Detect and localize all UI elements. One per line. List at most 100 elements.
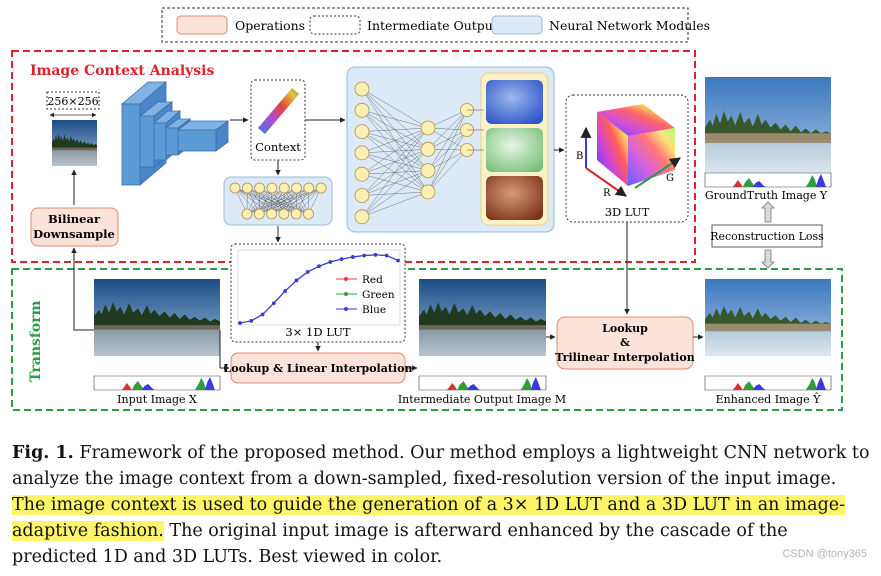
net-edge [361,127,429,132]
net-edge [246,187,297,215]
large-net-node [354,145,370,161]
groundtruth-caption: GroundTruth Image Y [705,189,828,202]
framework-figure: Operations Intermediate Outputs Neural N… [11,7,843,411]
axis-r-label: R [603,188,611,199]
small-net-node [229,182,241,194]
net-edge [427,127,468,151]
net-edge [427,149,468,193]
input-histogram [93,375,221,391]
caption-part-1: Framework of the proposed method. Our me… [12,443,870,489]
small-net-node [266,182,278,194]
curve-point-blue [396,258,400,263]
large-net-node [420,120,436,136]
size-label-box [46,91,100,110]
legend-intermediate-swatch [309,15,361,35]
net-edge [427,109,468,150]
context-vector [258,88,299,134]
reconstruction-loss-box [711,224,823,248]
net-edge [296,187,322,215]
small-net-node [278,208,290,220]
legend-intermediate-label: Intermediate Outputs [367,18,504,33]
small-net-node [290,208,302,220]
context-analysis-title: Image Context Analysis [30,63,214,79]
curve-legend: Red Green Blue [336,274,395,316]
lut1d-label: 3× 1D LUT [285,325,351,339]
bilinear-downsample-box [30,207,119,247]
small-net-node [303,182,315,194]
curve-point-blue [249,319,254,323]
legend-modules-swatch [491,15,543,35]
legend-red: Red [362,274,383,286]
large-net-node [354,124,370,140]
caption-part-2: The original input image is afterward en… [12,521,788,567]
large-net-node [354,166,370,182]
net-edge [361,191,429,217]
legend-blue: Blue [362,304,386,316]
axis-g-label: G [666,173,674,184]
net-edge [271,187,322,215]
enhanced-histogram [704,375,832,391]
basis-lut-green [486,128,543,172]
curve-point-blue [317,264,321,269]
small-net-node [303,208,314,220]
net-edge [361,127,429,154]
lut1d-chart: Red Green Blue 3× 1D LUT [230,243,406,343]
curve-point-blue [351,255,355,259]
net-edge [283,187,322,215]
caption-fig-label: Fig. 1. [12,443,74,463]
downsampled-image [52,120,97,166]
net-edge [427,129,468,193]
basis-lut-brown [486,176,543,220]
net-edge [427,109,468,171]
net-edge [361,127,429,175]
net-edge [246,187,285,215]
large-fc-module [346,66,555,233]
curve-point-blue [384,253,389,258]
large-net-node [420,163,436,179]
intermediate-image-caption: Intermediate Output Image M [398,393,566,406]
enhanced-image-caption: Enhanced Image Ŷ [716,392,821,406]
lookup-linear-label: Lookup & Linear Interpolation [224,362,413,375]
reconstruction-loss-label: Reconstruction Loss [710,230,824,243]
downsample-line-1: Bilinear [48,212,101,226]
net-edge [427,109,468,192]
net-edge [361,88,429,129]
large-net-node [354,209,370,225]
transform-title: Transform [28,300,44,382]
net-edge [427,129,468,171]
net-edge [361,127,429,217]
lookup-trilinear-box [556,316,694,370]
lut3d-box: B R G 3D LUT [565,94,689,223]
legend-green: Green [362,289,395,301]
curve-point-blue [238,321,242,325]
curve-point-blue [339,257,344,261]
lut3d-label: 3D LUT [605,205,650,219]
small-net-node [315,182,327,194]
trilinear-line-3: Trilinear Interpolation [555,351,694,364]
intermediate-histogram [418,375,547,391]
small-fc-module [223,176,333,226]
net-edge [361,149,429,217]
curve-point-blue [328,260,333,264]
groundtruth-image [705,77,831,174]
curve-point-blue [362,253,366,258]
small-net-node [291,182,302,194]
trilinear-line-1: Lookup [602,322,648,335]
curve-point-blue [283,289,287,293]
curve-point-blue [305,270,310,274]
small-net-node [278,182,290,194]
small-net-node [241,208,253,220]
small-net-node [266,208,278,220]
trilinear-line-2: & [620,336,630,349]
figure-caption: Fig. 1. Framework of the proposed method… [12,440,870,570]
transform-region: Transform [11,268,843,411]
net-edge [361,127,429,196]
cnn-backbone [120,81,230,186]
large-net-node [354,102,370,118]
watermark: CSDN @tony365 [782,548,867,560]
large-net-node [354,81,370,97]
curve-point-blue [373,253,378,257]
context-label: Context [255,140,301,154]
downsample-line-2: Downsample [33,227,115,241]
legend: Operations Intermediate Outputs Neural N… [161,7,710,43]
